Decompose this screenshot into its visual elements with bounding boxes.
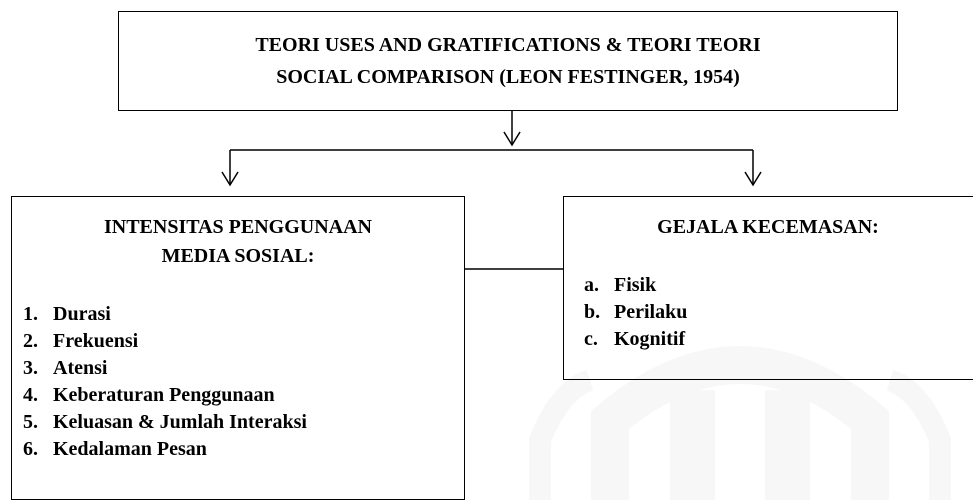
list-item: c. Kognitif (584, 326, 687, 353)
intensity-list: 1. Durasi 2. Frekuensi 3. Atensi 4. Keberatu… (23, 301, 307, 463)
anxiety-title: GEJALA KECEMASAN: (657, 216, 879, 238)
theory-title-line-1: TEORI USES AND GRATIFICATIONS & TEORI TE… (255, 34, 761, 56)
list-marker: b. (584, 301, 601, 323)
social-media-intensity-box: INTENSITAS PENGGUNAAN MEDIA SOSIAL: 1. Du… (11, 196, 465, 500)
list-item: b. Perilaku (584, 299, 687, 326)
list-marker: a. (584, 274, 599, 296)
intensity-title-line-2: MEDIA SOSIAL: (161, 245, 315, 267)
list-marker: 3. (23, 357, 38, 379)
list-item-label: Keluasan & Jumlah Interaksi (53, 411, 307, 433)
list-marker: 6. (23, 438, 38, 460)
list-marker: c. (584, 328, 598, 350)
list-item: 6. Kedalaman Pesan (23, 436, 307, 463)
list-item-label: Keberaturan Penggunaan (53, 384, 275, 406)
watermark-logo (529, 346, 951, 500)
intensity-title: INTENSITAS PENGGUNAAN MEDIA SOSIAL: (12, 213, 464, 271)
anxiety-symptoms-box: GEJALA KECEMASAN: a. Fisik b. Perilaku c. K… (563, 196, 973, 380)
theory-title-line-2: SOCIAL COMPARISON (LEON FESTINGER, 1954) (276, 66, 740, 88)
list-item: 3. Atensi (23, 355, 307, 382)
list-item-label: Fisik (614, 274, 657, 296)
theory-box: TEORI USES AND GRATIFICATIONS & TEORI TE… (118, 11, 898, 111)
left-arrow-head (221, 171, 239, 187)
list-marker: 1. (23, 303, 38, 325)
anxiety-list: a. Fisik b. Perilaku c. Kognitif (584, 272, 687, 353)
list-marker: 5. (23, 411, 38, 433)
list-item-label: Kognitif (614, 328, 686, 350)
list-item: 5. Keluasan & Jumlah Interaksi (23, 409, 307, 436)
list-item-label: Atensi (53, 357, 108, 379)
list-item: 1. Durasi (23, 301, 307, 328)
list-item-label: Frekuensi (53, 330, 139, 352)
list-marker: 2. (23, 330, 38, 352)
list-item-label: Perilaku (614, 301, 688, 323)
list-marker: 4. (23, 384, 38, 406)
top-arrow-head (503, 131, 521, 147)
list-item: a. Fisik (584, 272, 687, 299)
right-arrow-head (744, 171, 762, 187)
intensity-title-line-1: INTENSITAS PENGGUNAAN (103, 216, 372, 238)
list-item: 4. Keberaturan Penggunaan (23, 382, 307, 409)
list-item: 2. Frekuensi (23, 328, 307, 355)
list-item-label: Kedalaman Pesan (53, 438, 207, 460)
list-item-label: Durasi (53, 303, 111, 325)
